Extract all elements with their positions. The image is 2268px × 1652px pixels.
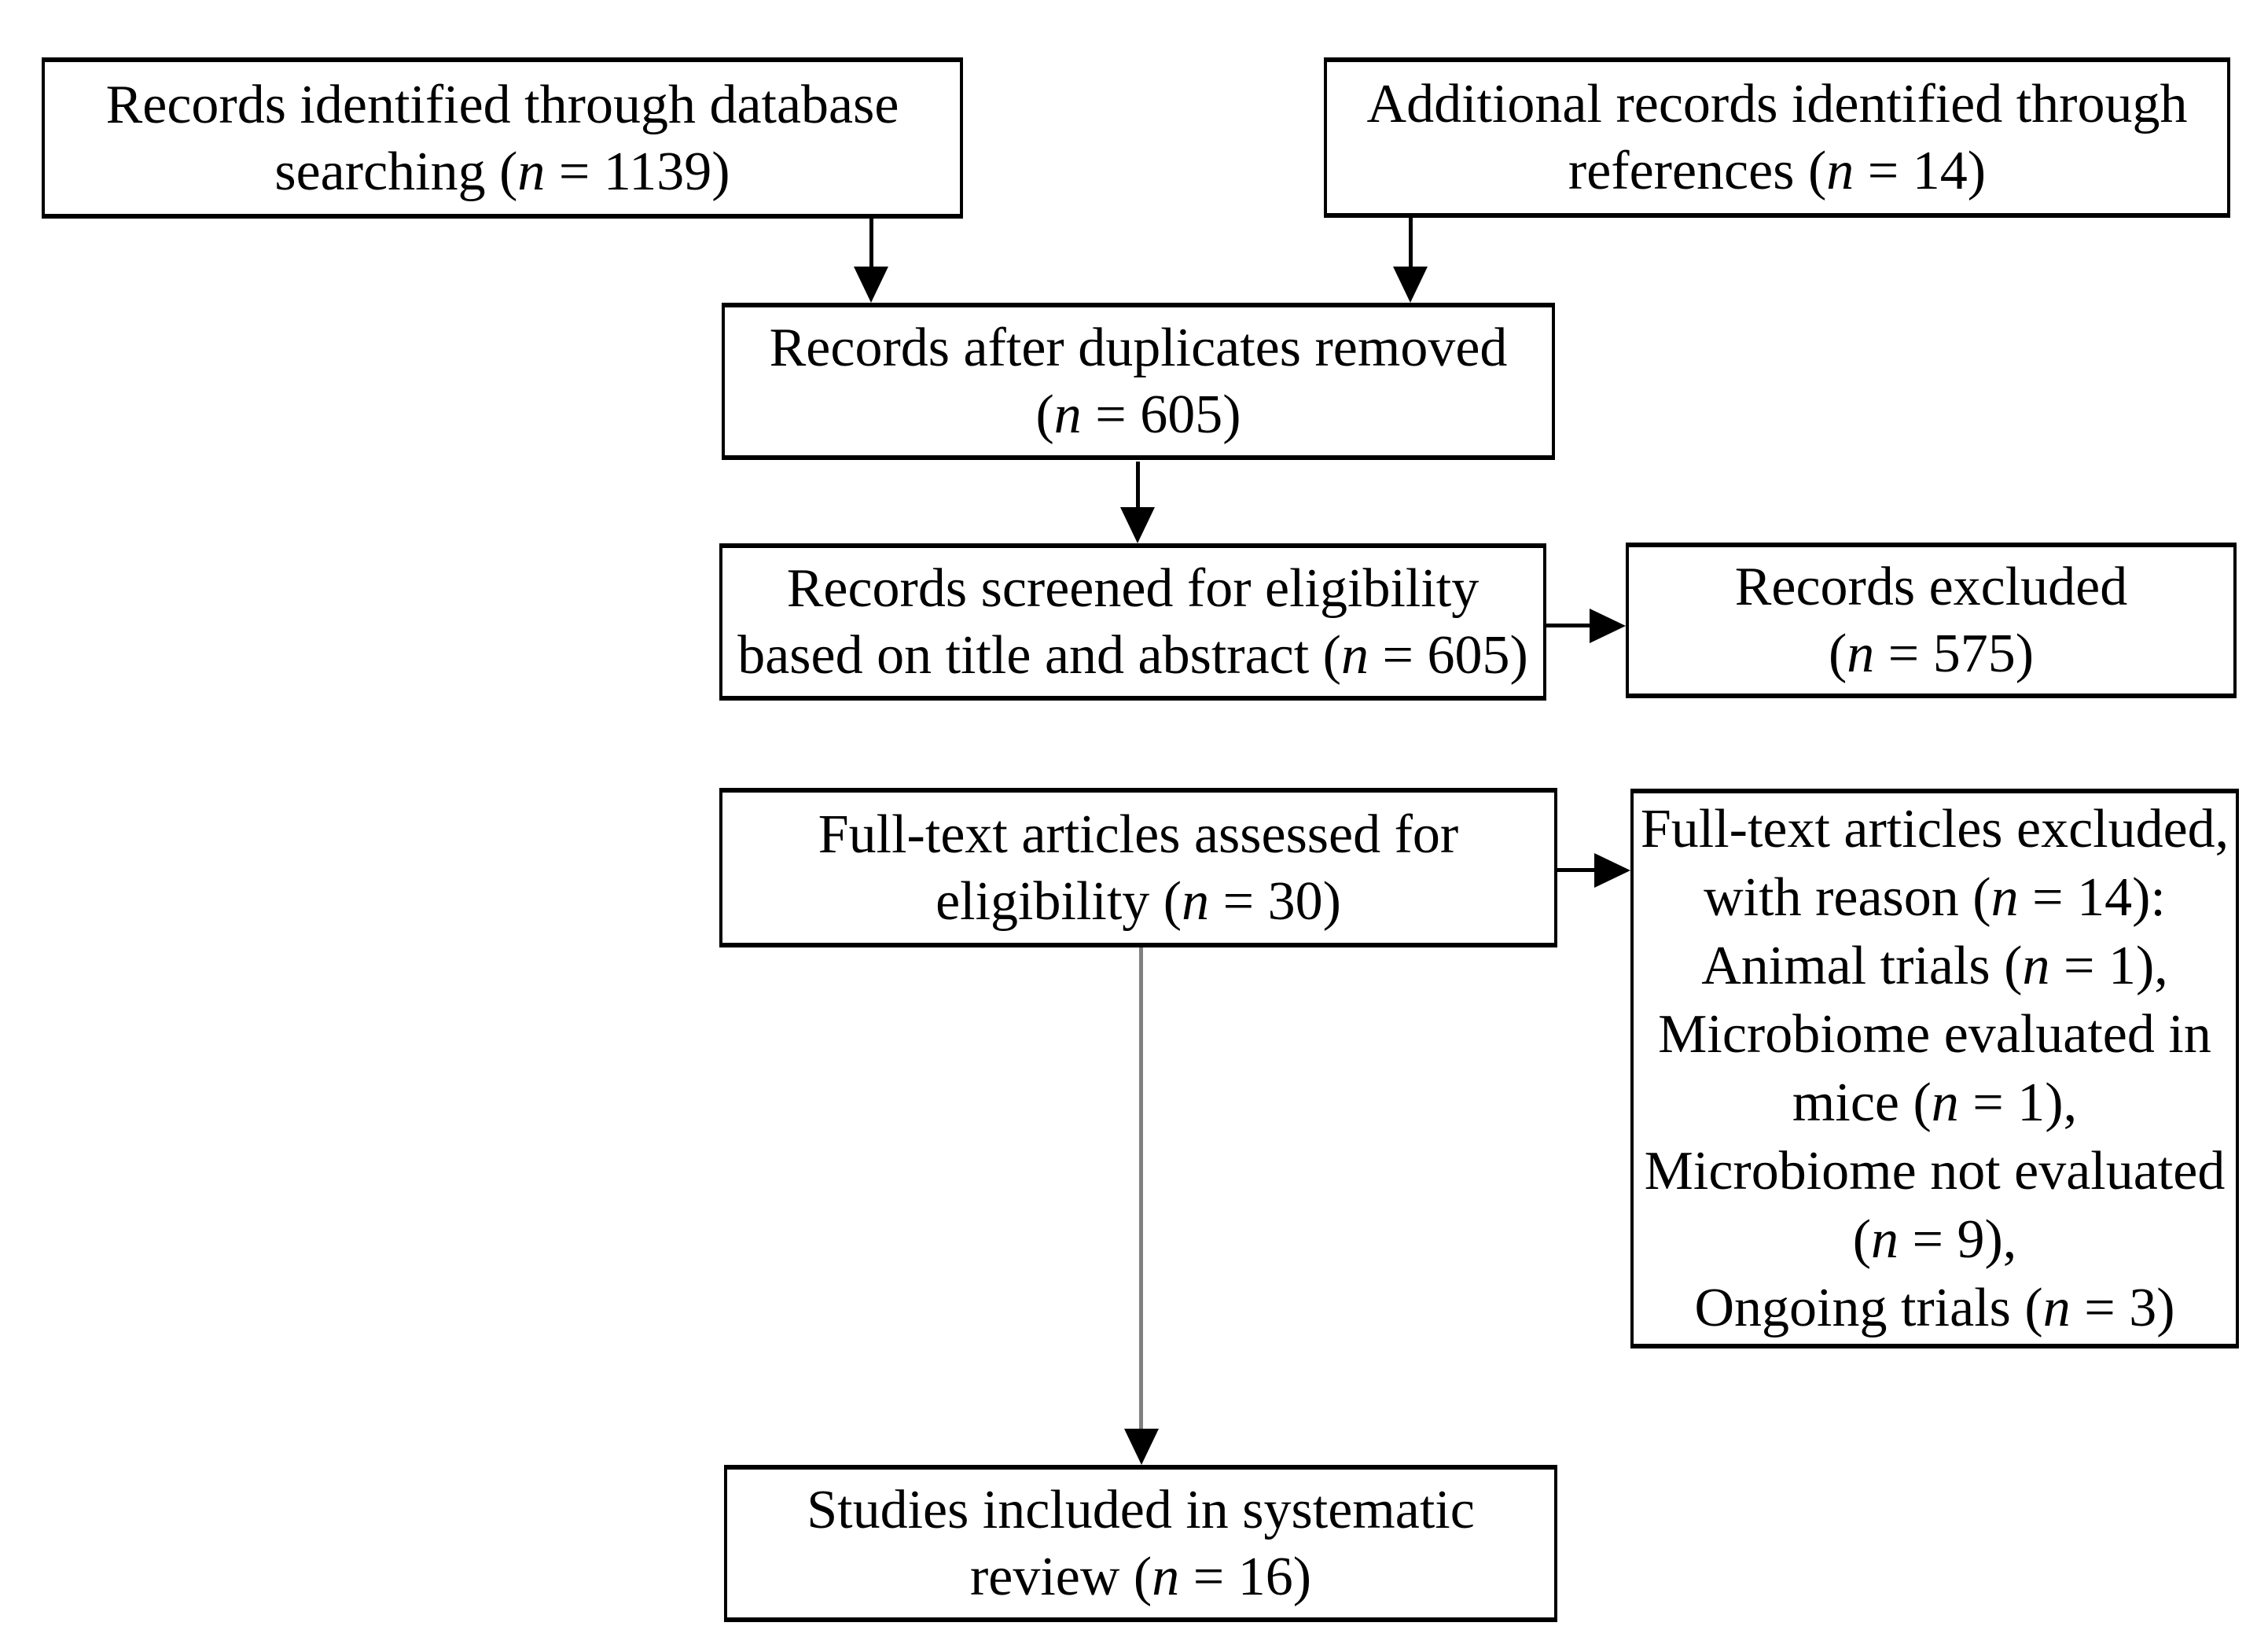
arrow-down-icon (1120, 507, 1155, 543)
box-duplicates-removed-text: Records after duplicates removed(n = 605… (769, 318, 1508, 445)
arrow-down-icon (854, 267, 888, 303)
arrow-shaft (1136, 462, 1140, 509)
arrow-shaft (1409, 218, 1413, 268)
arrow-right-icon (1594, 853, 1630, 888)
arrow-down-icon (1393, 267, 1428, 303)
arrow-right-icon (1590, 609, 1626, 643)
arrow-shaft (1557, 868, 1596, 872)
box-fulltext-excluded: Full-text articles excluded,with reason … (1630, 789, 2239, 1348)
arrow-shaft (869, 219, 873, 268)
box-duplicates-removed: Records after duplicates removed(n = 605… (722, 303, 1555, 460)
arrow-shaft (1546, 624, 1591, 627)
box-fulltext-excluded-text: Full-text articles excluded,with reason … (1640, 799, 2229, 1338)
box-records-excluded-text: Records excluded(n = 575) (1734, 557, 2128, 684)
arrow-down-icon (1124, 1429, 1159, 1465)
box-records-excluded: Records excluded(n = 575) (1626, 543, 2237, 698)
arrow-shaft (1139, 947, 1143, 1429)
